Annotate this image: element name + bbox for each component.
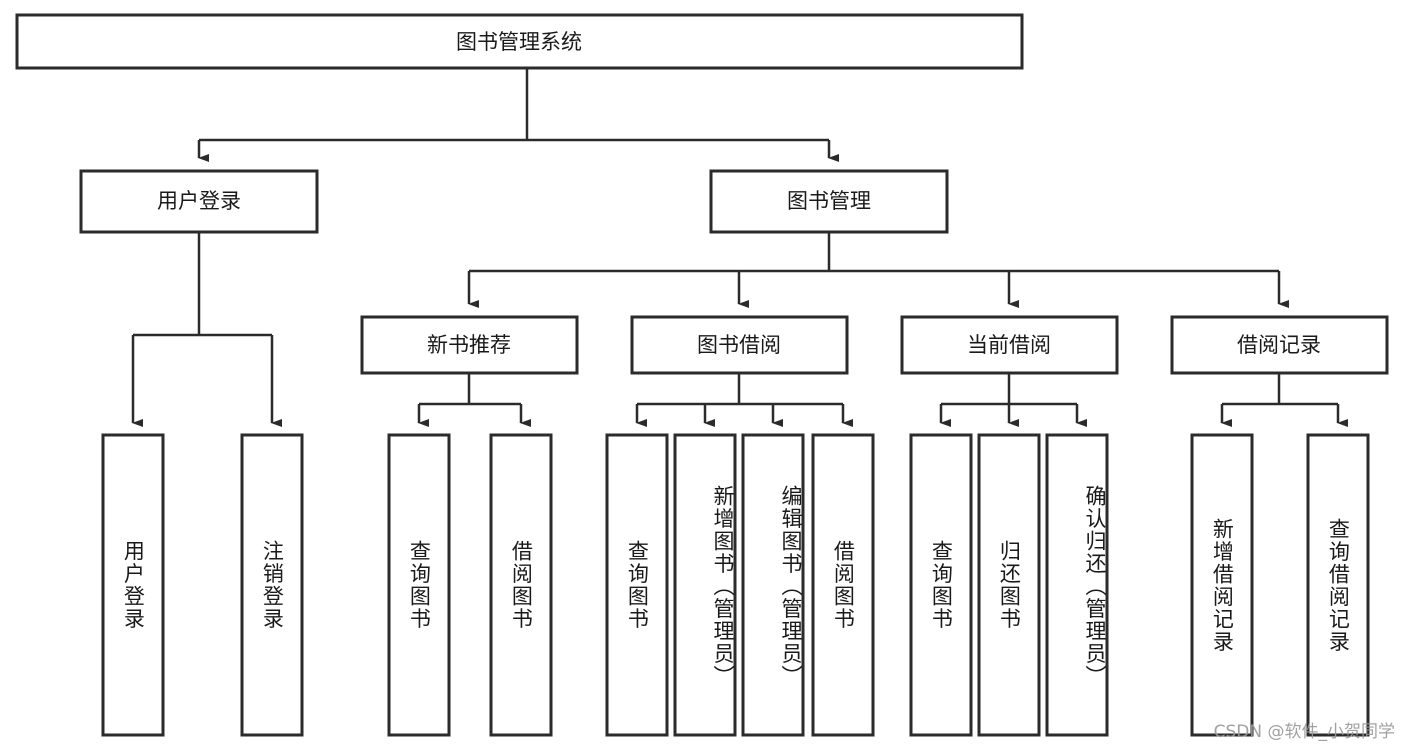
leaf-current-borrow-2[interactable]: 归还图书	[977, 433, 1041, 737]
node-borrow-record[interactable]: 借阅记录	[1170, 315, 1389, 375]
leaf-book-borrow-2-label: 新增图书（管理员）	[711, 484, 735, 688]
csdn-watermark: CSDN @软件_小贺同学	[1213, 722, 1395, 742]
leaf-borrow-record-1[interactable]: 新增借阅记录	[1190, 433, 1254, 737]
leaf-user-login-1-label: 用户登录	[121, 540, 146, 630]
node-borrow-record-box	[1170, 315, 1389, 375]
node-current-borrow-box	[900, 315, 1119, 375]
leaf-new-book-1-label: 查询图书	[407, 540, 432, 630]
leaf-new-book-1-box	[387, 433, 451, 737]
node-book-management[interactable]: 图书管理	[709, 169, 949, 234]
node-new-book-recommend[interactable]: 新书推荐	[360, 315, 579, 375]
leaf-book-borrow-4[interactable]: 借阅图书	[811, 433, 875, 737]
leaf-current-borrow-3[interactable]: 确认归还（管理员）	[1045, 433, 1109, 737]
leaf-book-borrow-3[interactable]: 编辑图书（管理员）	[741, 433, 805, 737]
leaf-book-borrow-4-label: 借阅图书	[831, 540, 856, 630]
leaf-user-login-2-label: 注销登录	[260, 540, 285, 630]
node-current-borrow-label: 当前借阅	[967, 333, 1051, 357]
leaf-user-login-1-box	[101, 433, 165, 737]
leaf-book-borrow-1-box	[605, 433, 669, 737]
leaf-borrow-record-1-label: 新增借阅记录	[1210, 517, 1235, 653]
connector-group	[131, 69, 1348, 427]
node-user-login[interactable]: 用户登录	[79, 169, 319, 234]
leaf-book-borrow-4-box	[811, 433, 875, 737]
node-new-book-recommend-label: 新书推荐	[427, 333, 511, 357]
leaf-borrow-record-2-box	[1306, 433, 1370, 737]
leaf-new-book-2-box	[489, 433, 553, 737]
leaf-current-borrow-2-box	[977, 433, 1041, 737]
leaf-book-borrow-1[interactable]: 查询图书	[605, 433, 669, 737]
node-current-borrow[interactable]: 当前借阅	[900, 315, 1119, 375]
node-root-box	[15, 13, 1024, 70]
leaf-book-borrow-1-label: 查询图书	[625, 540, 650, 630]
node-root-system[interactable]: 图书管理系统	[15, 13, 1024, 70]
leaf-current-borrow-1-label: 查询图书	[929, 540, 954, 630]
leaf-current-borrow-2-label: 归还图书	[997, 540, 1022, 630]
node-user-login-box	[79, 169, 319, 234]
leaf-borrow-record-2-label: 查询借阅记录	[1326, 517, 1351, 653]
node-root-label: 图书管理系统	[456, 30, 582, 54]
node-new-book-recommend-box	[360, 315, 579, 375]
leaf-book-borrow-2-box	[673, 433, 737, 737]
leaf-current-borrow-3-label: 确认归还（管理员）	[1083, 484, 1107, 688]
leaf-current-borrow-3-box	[1045, 433, 1109, 737]
node-book-borrow[interactable]: 图书借阅	[630, 315, 849, 375]
leaf-current-borrow-1[interactable]: 查询图书	[909, 433, 973, 737]
leaf-book-borrow-2[interactable]: 新增图书（管理员）	[673, 433, 737, 737]
leaf-book-borrow-3-box	[741, 433, 805, 737]
leaf-user-login-2[interactable]: 注销登录	[240, 433, 304, 737]
node-book-borrow-label: 图书借阅	[697, 333, 781, 357]
node-book-management-label: 图书管理	[787, 189, 871, 213]
leaf-new-book-2-label: 借阅图书	[509, 540, 534, 630]
leaf-user-login-2-box	[240, 433, 304, 737]
leaf-current-borrow-1-box	[909, 433, 973, 737]
node-user-login-label: 用户登录	[157, 189, 241, 213]
leaf-borrow-record-1-box	[1190, 433, 1254, 737]
leaf-user-login-1[interactable]: 用户登录	[101, 433, 165, 737]
node-book-borrow-box	[630, 315, 849, 375]
node-book-management-box	[709, 169, 949, 234]
node-borrow-record-label: 借阅记录	[1237, 333, 1321, 357]
leaf-new-book-1[interactable]: 查询图书	[387, 433, 451, 737]
leaf-new-book-2[interactable]: 借阅图书	[489, 433, 553, 737]
leaf-book-borrow-3-label: 编辑图书（管理员）	[779, 484, 803, 688]
leaf-borrow-record-2[interactable]: 查询借阅记录	[1306, 433, 1370, 737]
